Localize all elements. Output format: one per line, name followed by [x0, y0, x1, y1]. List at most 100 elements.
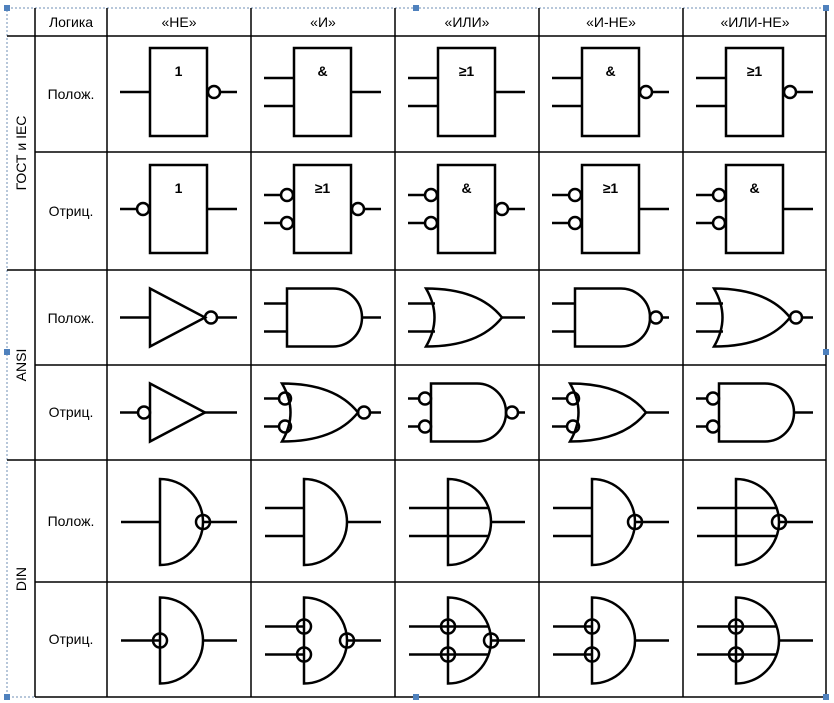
gate-box-not-positive: 1 [120, 46, 237, 138]
table-labels: Логика «НЕ» «И» «ИЛИ» «И-НЕ» «ИЛИ-НЕ» ГО… [13, 14, 790, 647]
gate-din-and-negative [265, 596, 381, 685]
resize-handle[interactable] [4, 349, 10, 355]
gate-din-or-positive [409, 477, 525, 567]
gate-box [292, 163, 353, 255]
row-label-gost-positive: Полож. [48, 86, 95, 102]
inversion-circle [567, 215, 583, 231]
gate-din-not-negative [121, 596, 237, 685]
gate-ansi-or-negative [408, 382, 525, 443]
gate-din-nor-positive [697, 477, 813, 567]
din-gate-body [158, 477, 205, 567]
inversion-dot [626, 513, 644, 531]
inversion-circle [638, 84, 654, 100]
din-gate-body [590, 477, 637, 567]
and-gate-body [717, 382, 796, 443]
header-col-nand: «И-НЕ» [586, 14, 636, 30]
inversion-circle [279, 215, 295, 231]
inversion-circle [206, 84, 222, 100]
row-label-ansi-positive: Полож. [48, 310, 95, 326]
gate-din-nand-positive [553, 477, 669, 567]
gate-box-nand-negative: ≥1 [552, 163, 669, 255]
or-gate-body [567, 382, 648, 443]
inversion-circle [494, 201, 510, 217]
inversion-dot [295, 646, 313, 663]
header-col-nor: «ИЛИ-НЕ» [721, 14, 790, 30]
gate-box-nor-negative: & [696, 163, 813, 255]
table-grid [7, 8, 827, 698]
inversion-circle [565, 391, 581, 406]
gate-ansi-and-positive [264, 287, 381, 348]
inversion-circle [711, 215, 727, 231]
gate-box-and-negative: ≥1 [264, 163, 381, 255]
gate-ansi-nor-negative [696, 382, 813, 443]
inversion-circle [417, 419, 433, 434]
gate-ansi-or-positive [408, 287, 525, 348]
or-gate-body [711, 287, 792, 348]
gate-ansi-nand-positive [552, 287, 669, 348]
gate-box [580, 46, 641, 138]
resize-handle[interactable] [4, 5, 10, 11]
inversion-dot [727, 618, 745, 635]
resize-handle[interactable] [413, 5, 419, 11]
din-gate-body [302, 596, 349, 685]
gate-function-label: ≥1 [603, 180, 619, 196]
gate-function-label: 1 [175, 63, 183, 79]
din-gate-body [734, 596, 781, 685]
and-gate-body [429, 382, 508, 443]
din-gate-body [446, 596, 493, 685]
gate-function-label: & [461, 180, 471, 196]
inversion-dot [295, 618, 313, 635]
gate-box [436, 163, 497, 255]
inversion-dot [439, 618, 457, 635]
row-label-gost-negative: Отриц. [49, 203, 94, 219]
inversion-circle [350, 201, 366, 217]
gate-ansi-nand-negative [552, 382, 669, 443]
resize-handle[interactable] [823, 694, 829, 700]
gate-din-nor-negative [697, 596, 813, 685]
gate-ansi-not-negative [120, 381, 237, 444]
din-gate-body [158, 596, 205, 685]
inversion-dot [583, 618, 601, 635]
or-gate-body [279, 382, 360, 443]
gate-symbols: 1 & ≥1 & ≥1 1 ≥1 & ≥1 & [120, 46, 813, 685]
gate-din-and-positive [265, 477, 381, 567]
din-gate-body [446, 477, 493, 567]
gate-box-not-negative: 1 [120, 163, 237, 255]
gate-din-nand-negative [553, 596, 669, 685]
resize-handle[interactable] [413, 694, 419, 700]
gate-function-label: ≥1 [315, 180, 331, 196]
inversion-circle [705, 419, 721, 434]
group-label-din: DIN [13, 567, 29, 591]
resize-handle[interactable] [823, 5, 829, 11]
header-col-and: «И» [310, 14, 336, 30]
resize-handle[interactable] [823, 349, 829, 355]
row-label-din-negative: Отриц. [49, 631, 94, 647]
inversion-dot [482, 632, 500, 649]
gate-function-label: ≥1 [459, 63, 475, 79]
buffer-triangle [148, 286, 208, 349]
selection-frame[interactable] [6, 7, 827, 698]
din-gate-body [302, 477, 349, 567]
gate-box [292, 46, 353, 138]
row-label-ansi-negative: Отриц. [49, 404, 94, 420]
gate-box-nand-positive: & [552, 46, 669, 138]
inversion-dot [770, 513, 788, 531]
inversion-circle [423, 215, 439, 231]
resize-handle[interactable] [4, 694, 10, 700]
din-gate-body [734, 477, 781, 567]
inversion-circle [279, 187, 295, 203]
and-gate-body [285, 287, 364, 348]
gate-function-label: & [317, 63, 327, 79]
gate-din-or-negative [409, 596, 525, 685]
inversion-dot [194, 513, 212, 531]
din-gate-body [590, 596, 637, 685]
header-logic: Логика [49, 14, 93, 30]
inversion-dot [151, 632, 169, 649]
inversion-circle [711, 187, 727, 203]
gate-box [436, 46, 497, 138]
gate-function-label: ≥1 [747, 63, 763, 79]
inversion-circle [277, 391, 293, 406]
inversion-circle [788, 310, 804, 325]
selection-handles[interactable] [4, 5, 829, 700]
